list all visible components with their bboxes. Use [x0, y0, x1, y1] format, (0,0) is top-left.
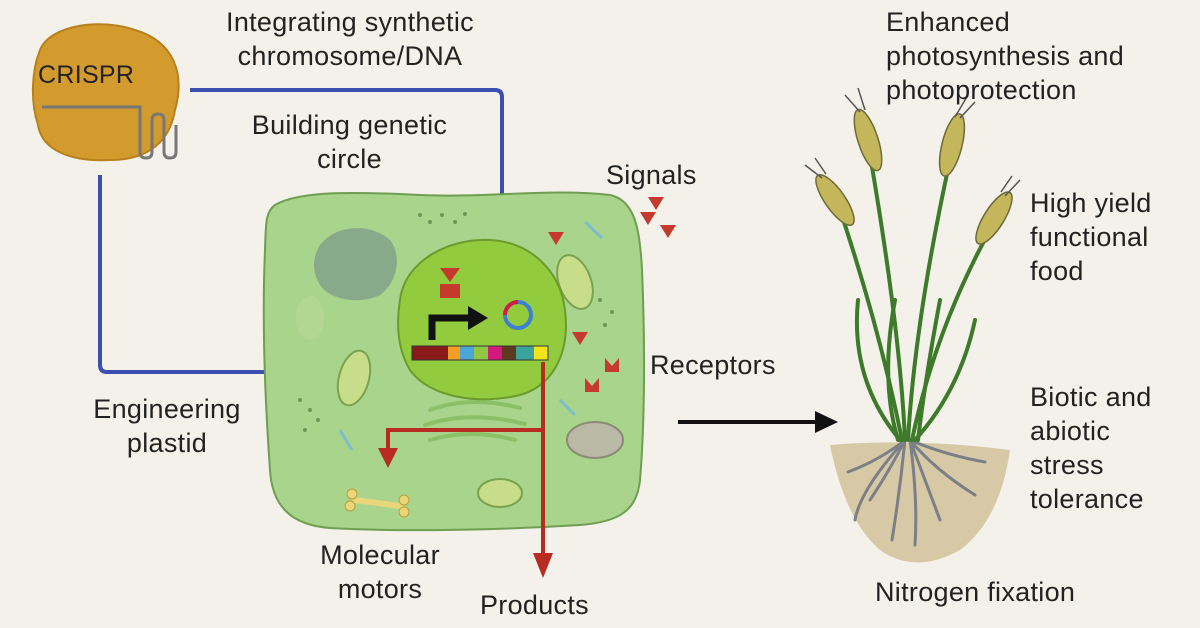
gene-bar-icon	[411, 345, 549, 361]
receptor-icon	[585, 358, 619, 392]
high-yield-label: High yield functional food	[1030, 188, 1152, 286]
engineering-plastid-label: Engineering plastid	[93, 394, 241, 458]
receptors-label: Receptors	[650, 350, 776, 380]
molecular-motors-label: Molecular motors	[320, 540, 440, 604]
signal-triangle-icon	[548, 197, 676, 345]
products-label: Products	[480, 590, 589, 620]
wheat-plant-icon	[804, 87, 1021, 442]
plasmid-ring-icon	[503, 300, 533, 330]
soil-icon	[830, 442, 1010, 563]
receptor-icon	[440, 268, 460, 298]
crispr-blob-icon	[31, 23, 180, 162]
nitrogen-fixation-label: Nitrogen fixation	[875, 577, 1076, 607]
stress-tolerance-label: Biotic and abiotic stress tolerance	[1030, 382, 1152, 514]
arrow-to-plant	[678, 411, 838, 433]
genetic-circle-label: Building genetic circle	[251, 110, 448, 174]
synthetic-dna-label: Integrating synthetic chromosome/DNA	[226, 7, 474, 71]
bone-molecule-icon	[344, 488, 410, 518]
crispr-label: CRISPR	[38, 61, 135, 89]
promoter-arrow-icon	[428, 306, 488, 340]
signals-label: Signals	[606, 160, 697, 190]
output-arrows	[378, 362, 553, 578]
roots-icon	[846, 438, 987, 547]
photosynthesis-label: Enhanced photosynthesis and photoprotect…	[886, 7, 1125, 105]
